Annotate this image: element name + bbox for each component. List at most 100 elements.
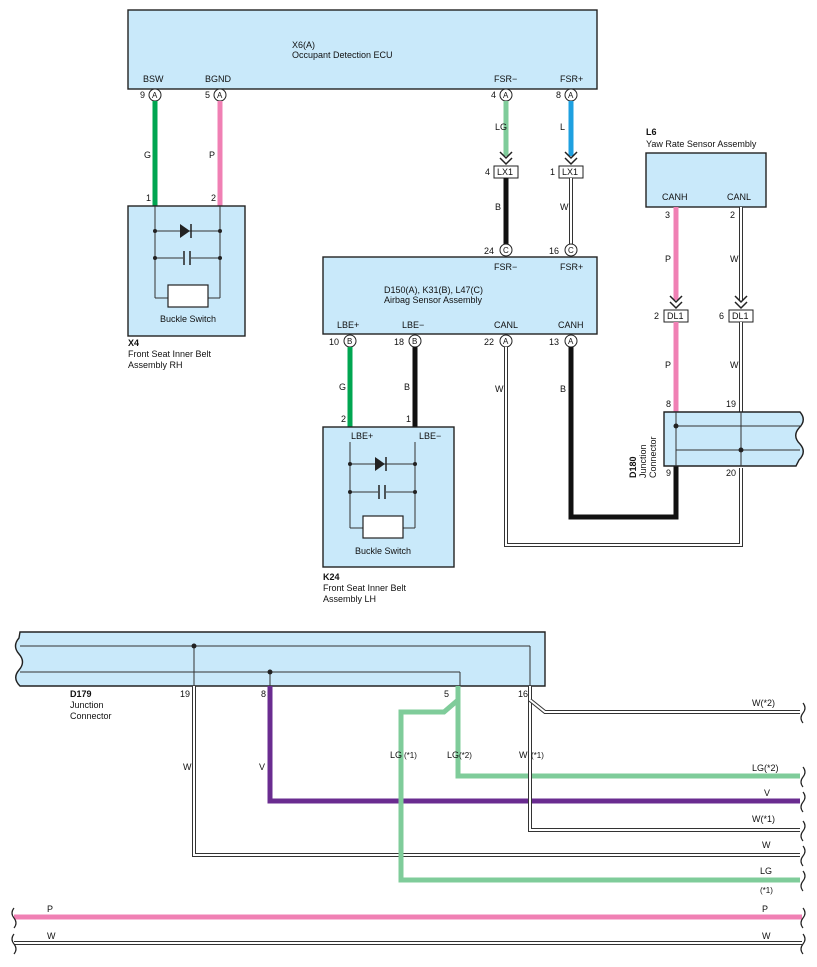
- buckle-lh-term-lbem: LBE−: [419, 431, 441, 441]
- d180-wire-w: W: [730, 360, 739, 370]
- d180-name-2: Connector: [648, 436, 658, 478]
- dl1-label: DL1: [667, 311, 684, 321]
- airbag-term-fsrm: FSR−: [494, 262, 517, 272]
- wire-canh-black: [568, 347, 679, 520]
- ecu-conn-letter: A: [152, 91, 158, 100]
- buckle-lh-term-lbep: LBE+: [351, 431, 373, 441]
- d179-wire-w-16: W: [519, 750, 528, 760]
- d180-code: D180: [628, 456, 638, 478]
- out-lg2: LG(*2): [752, 763, 779, 773]
- lx1-connector: LX1 4 LX1 1: [485, 165, 584, 179]
- ecu-title: X6(A): [292, 40, 315, 50]
- d180-pin-9: 9: [666, 468, 671, 478]
- airbag-title: D150(A), K31(B), L47(C): [384, 285, 483, 295]
- d179-pin-5: 5: [444, 689, 449, 699]
- airbag-conn-b: B: [347, 337, 352, 346]
- d179-pin-8: 8: [261, 689, 266, 699]
- buckle-rh-name-1: Front Seat Inner Belt: [128, 349, 212, 359]
- wire-fsrp-lower-color: W: [560, 202, 569, 212]
- zener-diode-icon: [375, 457, 385, 471]
- d179-name-1: Junction: [70, 700, 104, 710]
- out-v: V: [764, 788, 770, 798]
- yaw-term-canh: CANH: [662, 192, 688, 202]
- ecu-pin-bgnd: 5: [205, 90, 210, 100]
- ecu-subtitle: Occupant Detection ECU: [292, 50, 393, 60]
- buckle-rh-switch-label: Buckle Switch: [160, 314, 216, 324]
- buckle-rh-code: X4: [128, 338, 139, 348]
- out-w2: W(*2): [752, 698, 775, 708]
- yaw-rate-sensor: CANH CANL: [645, 152, 767, 208]
- d180-wire-p: P: [665, 360, 671, 370]
- d179-code: D179: [70, 689, 92, 699]
- airbag-pin-canh: 13: [549, 337, 559, 347]
- d179-note-1: (*1): [404, 751, 417, 760]
- lx1-pin-a: 4: [485, 167, 490, 177]
- buckle-switch-lh: 2 1 LBE+ LBE− Buckle Switch: [322, 414, 455, 568]
- ecu-conn-letter: A: [217, 91, 223, 100]
- airbag-sensor-assembly: FSR− FSR+ D150(A), K31(B), L47(C) Airbag…: [322, 256, 598, 335]
- airbag-pin-lbem: 18: [394, 337, 404, 347]
- bus-p-left: P: [47, 904, 53, 914]
- yaw-wire-canl: W: [730, 254, 739, 264]
- buckle-rh-pin2: 2: [211, 193, 216, 203]
- airbag-conn-a: A: [568, 337, 574, 346]
- d179-wire-lg-2: LG: [447, 750, 459, 760]
- d179-note-1b: (*1): [531, 751, 544, 760]
- ecu-pin-fsrm: 4: [491, 90, 496, 100]
- airbag-conn-b: B: [412, 337, 417, 346]
- buckle-lh-name-1: Front Seat Inner Belt: [323, 583, 407, 593]
- wire-violet-8: [267, 686, 800, 804]
- airbag-term-lbem: LBE−: [402, 320, 424, 330]
- wire-fsrm-lower-color: B: [495, 202, 501, 212]
- airbag-pin-fsrm: 24: [484, 246, 494, 256]
- switch-contact-icon: [167, 284, 209, 308]
- airbag-pin-lbep: 10: [329, 337, 339, 347]
- yaw-pin-canl: 2: [730, 210, 735, 220]
- lx1-label: LX1: [497, 167, 513, 177]
- ecu-conn-letter: A: [503, 91, 509, 100]
- d180-name-1: Junction: [638, 444, 648, 478]
- wire-canh-color: B: [560, 384, 566, 394]
- ecu-term-fsrp: FSR+: [560, 74, 583, 84]
- ecu-term-bsw: BSW: [143, 74, 164, 84]
- buckle-lh-switch-label: Buckle Switch: [355, 546, 411, 556]
- d180-pin-19: 19: [726, 399, 736, 409]
- ecu-pin-fsrp: 8: [556, 90, 561, 100]
- wire-w-16-2: [529, 699, 800, 713]
- yaw-pin-canh: 3: [665, 210, 670, 220]
- wire-fsrm-upper-color: LG: [495, 122, 507, 132]
- airbag-conn-c: C: [503, 246, 509, 255]
- airbag-pin-canl: 22: [484, 337, 494, 347]
- junction-connector-d180: [663, 411, 804, 467]
- buckle-lh-pin2: 2: [341, 414, 346, 424]
- out-lg: LG: [760, 866, 772, 876]
- lx1-pin-b: 1: [550, 167, 555, 177]
- wire-bgnd-color: P: [209, 150, 215, 160]
- yaw-code: L6: [646, 127, 657, 137]
- out-w1: W(*1): [752, 814, 775, 824]
- d179-pin-19: 19: [180, 689, 190, 699]
- wire-lg-1: [398, 686, 800, 883]
- d179-wire-w-19: W: [183, 762, 192, 772]
- junction-connector-d179: [14, 631, 546, 687]
- airbag-term-lbep: LBE+: [337, 320, 359, 330]
- yaw-term-canl: CANL: [727, 192, 751, 202]
- ecu-pins: 9 A 5 A 4 A 8 A: [140, 88, 578, 102]
- buckle-rh-pin1: 1: [146, 193, 151, 203]
- wire-lg-2: [455, 686, 800, 779]
- wire-canl-white: [505, 347, 742, 546]
- ecu-term-fsrm: FSR−: [494, 74, 517, 84]
- d179-pin-16: 16: [518, 689, 528, 699]
- ecu-conn-letter: A: [568, 91, 574, 100]
- dl1-pin-b: 6: [719, 311, 724, 321]
- wire-w-19: [193, 686, 800, 856]
- occupant-detection-ecu: X6(A) Occupant Detection ECU BSW BGND FS…: [127, 9, 598, 90]
- out-lg-note: (*1): [760, 886, 773, 895]
- ecu-term-bgnd: BGND: [205, 74, 232, 84]
- bus-p-right: P: [762, 904, 768, 914]
- wire-fsrp-upper-color: L: [560, 122, 565, 132]
- buckle-switch-rh: 1 2 Buckle Switch: [127, 193, 246, 337]
- airbag-term-canh: CANH: [558, 320, 584, 330]
- d179-wire-v: V: [259, 762, 265, 772]
- airbag-conn-c: C: [568, 246, 574, 255]
